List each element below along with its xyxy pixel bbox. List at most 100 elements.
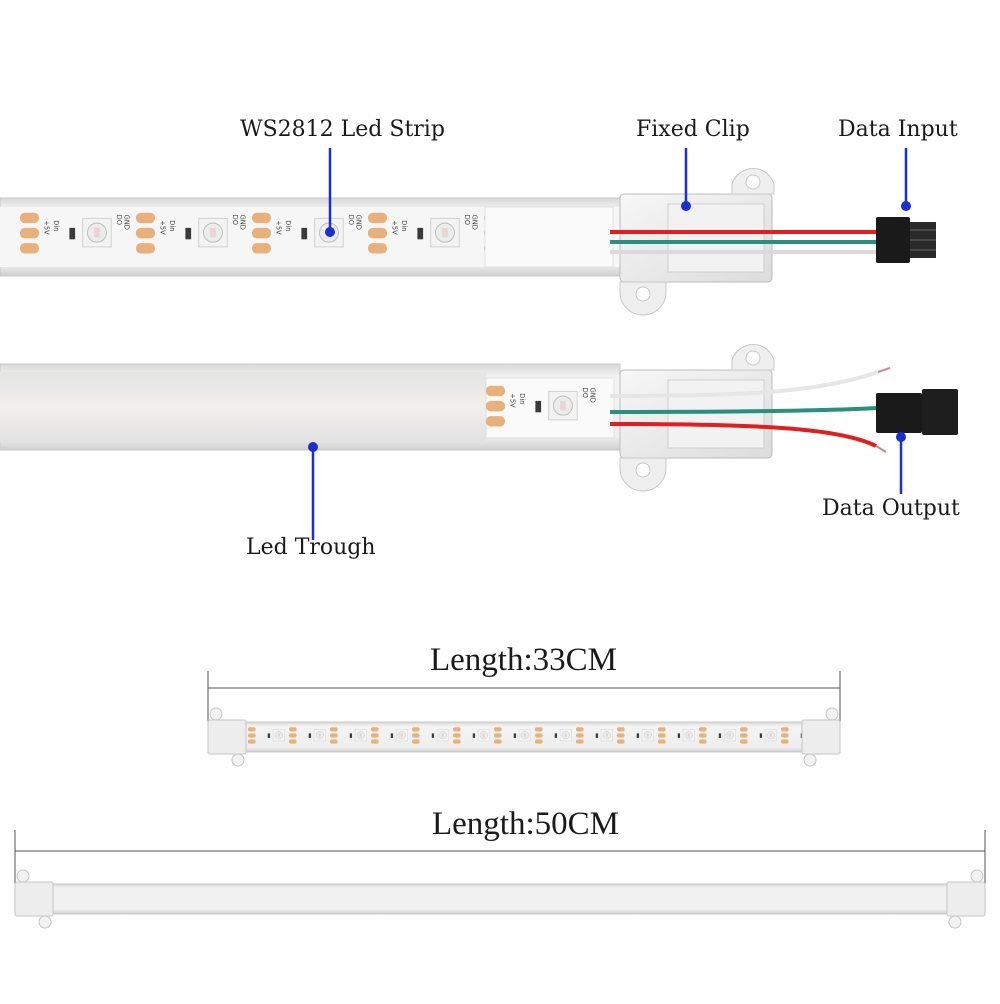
mini-clip-tab-bottom [38, 915, 52, 929]
solder-pad [368, 212, 387, 224]
fixed-clips [619, 168, 775, 492]
solder-pad [136, 227, 155, 239]
solder-pad [699, 739, 707, 744]
solder-pad [248, 733, 256, 738]
led-die [442, 227, 448, 238]
short-clip-left [207, 707, 247, 767]
wires-input [609, 229, 878, 255]
label-length-33: Length:33CM [430, 642, 617, 678]
led-segment [371, 727, 408, 744]
mini-clip-body [946, 881, 986, 917]
pcb-mark-gnd: GND [239, 215, 247, 230]
solder-pad [740, 739, 748, 744]
dimension-50cm [14, 830, 986, 884]
solder-pad [535, 739, 543, 744]
clip-window [667, 379, 765, 449]
led-segment [617, 727, 654, 744]
short-clip-right [801, 707, 841, 767]
solder-pad [658, 727, 666, 732]
pcb-mark-gnd: GND [471, 215, 479, 230]
solder-pad [494, 727, 502, 732]
solder-pad [453, 727, 461, 732]
pcb-mark-do: DO [463, 215, 471, 225]
mini-clip-tab-bottom [231, 753, 245, 767]
solder-pad [136, 212, 155, 224]
solder-pad [289, 733, 297, 738]
capacitor [267, 733, 271, 738]
solder-pad [330, 739, 338, 744]
pcb-mark-din: Din [518, 393, 526, 404]
short-strip-33cm [207, 707, 841, 767]
led-die [482, 733, 485, 738]
callout-lines [308, 148, 911, 540]
label-data-output: Data Output [822, 496, 960, 521]
led-die [94, 227, 100, 238]
long-strip-50cm [14, 869, 986, 929]
callout-dot-data-input [901, 201, 911, 211]
clip-hole-bottom [635, 286, 651, 302]
label-led-strip: WS2812 Led Strip [240, 117, 445, 142]
mini-clip-tab-top [825, 707, 839, 721]
solder-pad [412, 727, 420, 732]
capacitor [718, 733, 722, 738]
pcb-mark-din: Din [284, 220, 292, 231]
trough-cover [0, 372, 486, 442]
wires-output [609, 367, 891, 453]
pcb-mark-do: DO [115, 215, 123, 225]
solder-pad [136, 243, 155, 254]
solder-pad [535, 727, 543, 732]
mini-clip-tab-bottom [948, 915, 962, 929]
solder-pad [20, 227, 39, 239]
solder-pad [412, 733, 420, 738]
led-die [646, 733, 649, 738]
callout-dot-fixed-clip [681, 201, 691, 211]
pcb-mark-5v: +5V [43, 220, 51, 235]
wire-red-output [609, 422, 877, 448]
mini-clip-tab-top [209, 707, 223, 721]
label-led-trough: Led Trough [246, 535, 376, 560]
capacitor [472, 733, 476, 738]
led-die [318, 733, 321, 738]
solder-pad [535, 733, 543, 738]
clip-hole-bottom [635, 462, 651, 478]
capacitor [185, 227, 192, 240]
mini-clip-tab-top [970, 869, 984, 883]
label-fixed-clip: Fixed Clip [636, 117, 750, 142]
capacitor [69, 227, 76, 240]
sm-connector-female [876, 389, 958, 435]
short-strip-leds [248, 727, 818, 744]
solder-pad [740, 733, 748, 738]
led-die [560, 400, 566, 411]
led-segment [658, 727, 695, 744]
solder-pad [486, 416, 505, 427]
solder-pad [486, 400, 505, 412]
solder-pad [453, 733, 461, 738]
capacitor [308, 733, 312, 738]
led-die [687, 733, 690, 738]
solder-pad [617, 739, 625, 744]
pcb-end-segment-top [484, 206, 614, 268]
solder-pad [699, 727, 707, 732]
led-segment [699, 727, 736, 744]
clip-hole-top [745, 350, 761, 366]
solder-pad [617, 733, 625, 738]
long-clip-left [14, 869, 54, 929]
solder-pad [486, 385, 505, 397]
clip-window [667, 203, 765, 273]
led-die [441, 733, 444, 738]
capacitor [390, 733, 394, 738]
clip-hole-top [745, 174, 761, 190]
long-strip-cover [40, 888, 960, 910]
solder-pad [330, 727, 338, 732]
mini-clip-tab-top [16, 869, 30, 883]
pcb-mark-5v: +5V [509, 393, 517, 408]
capacitor [431, 733, 435, 738]
solder-pad [617, 727, 625, 732]
solder-pad [248, 727, 256, 732]
solder-pad [740, 727, 748, 732]
